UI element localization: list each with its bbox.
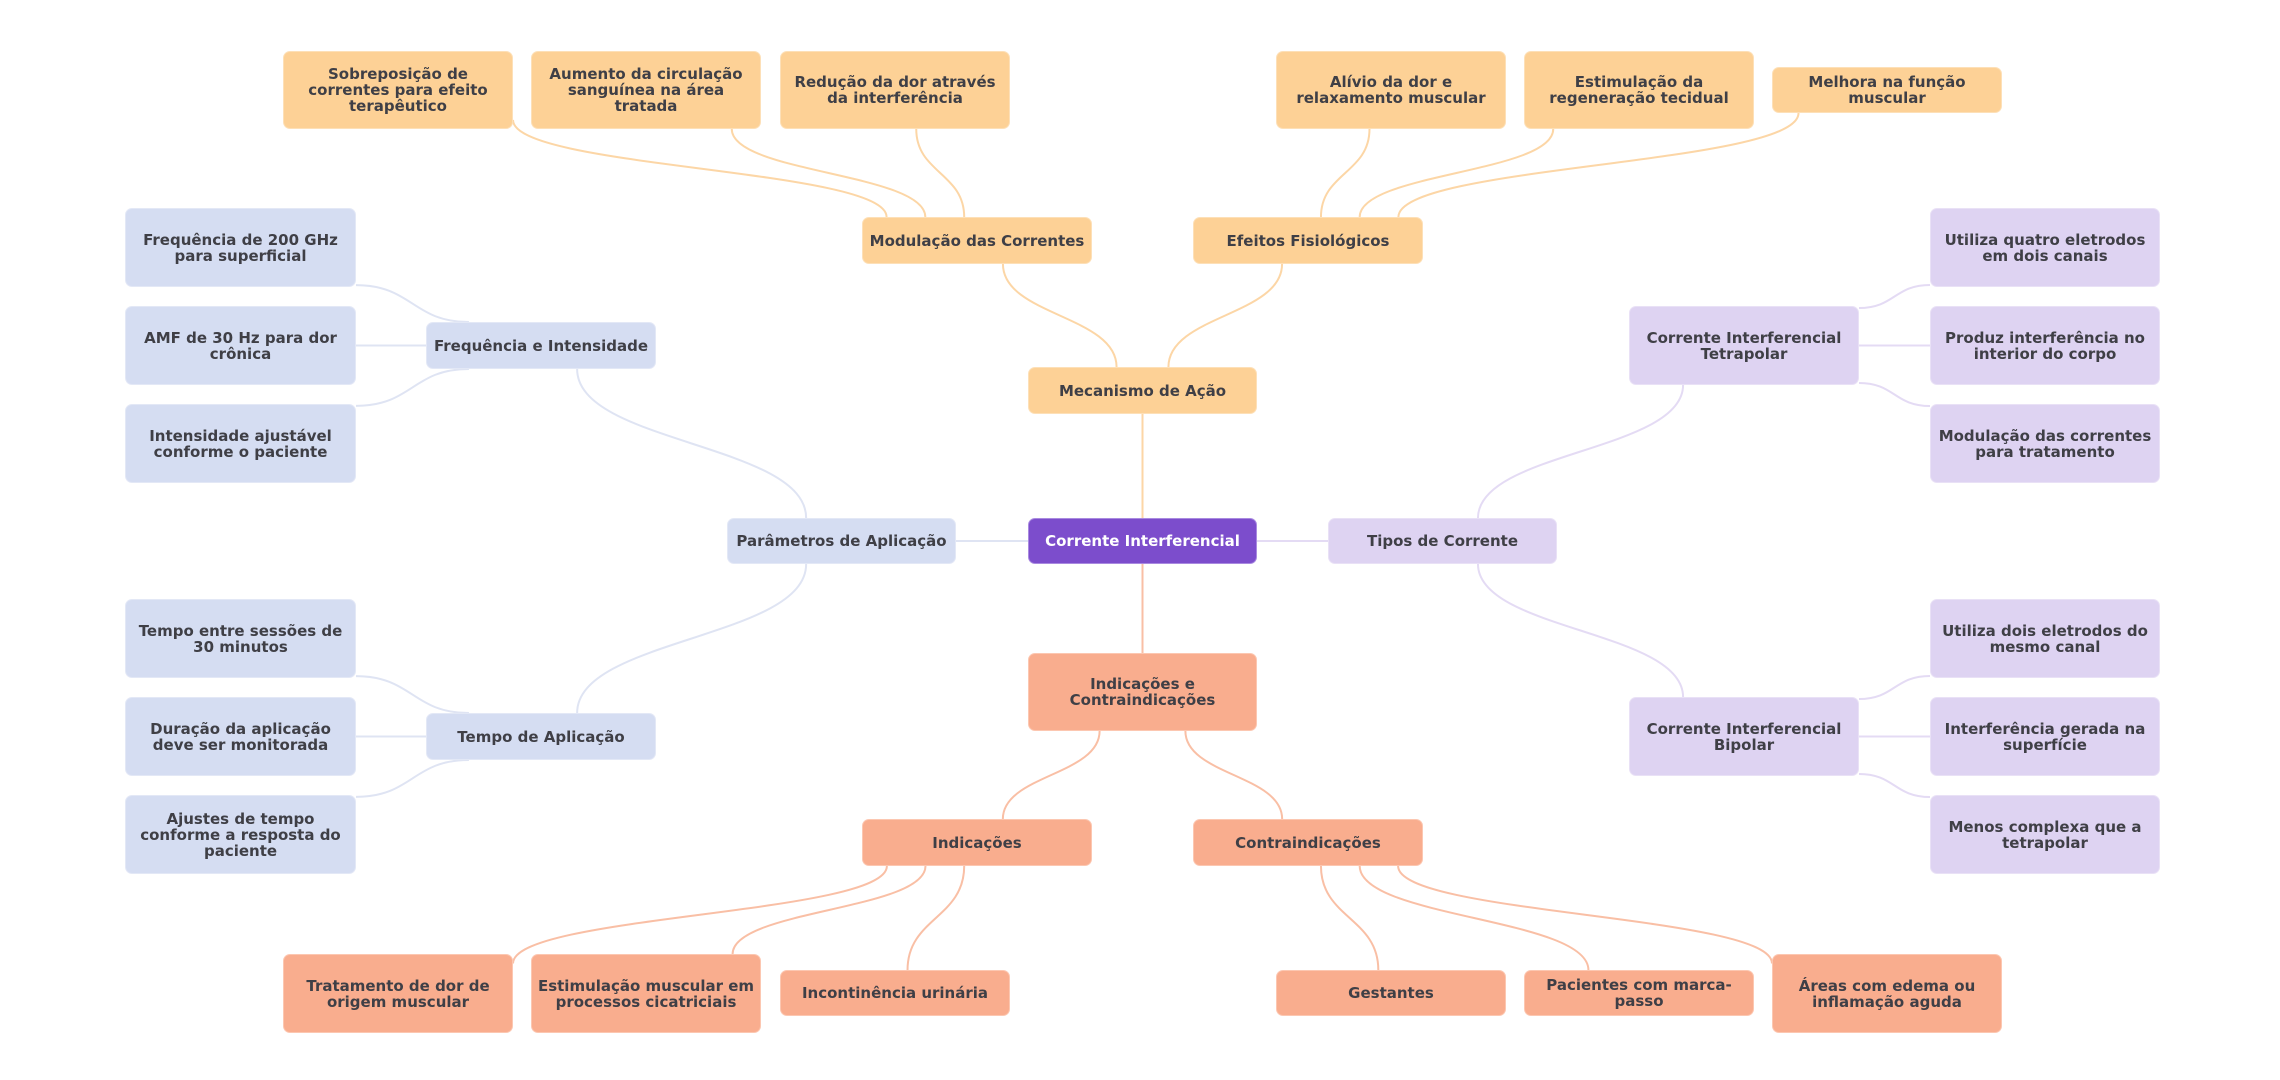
bipolar-node[interactable]: Corrente Interferencial Bipolar: [1629, 697, 1859, 776]
leaf-node[interactable]: Alívio da dor e relaxamento muscular: [1276, 51, 1506, 129]
leaf-node[interactable]: Frequência de 200 GHz para superficial: [125, 208, 356, 287]
leaf-node[interactable]: Incontinência urinária: [780, 970, 1010, 1016]
connector-line: [915, 128, 966, 218]
leaf-node[interactable]: Modulação das correntes para tratamento: [1930, 404, 2160, 483]
connector-line: [576, 368, 808, 519]
connector-line: [355, 368, 469, 407]
connector-line: [1858, 674, 1931, 701]
leaf-node[interactable]: Sobreposição de correntes para efeito te…: [283, 51, 513, 129]
leaf-node[interactable]: Ajustes de tempo conforme a resposta do …: [125, 795, 356, 874]
root-node[interactable]: Corrente Interferencial: [1028, 518, 1257, 564]
connector-line: [730, 128, 927, 218]
frequencia-node[interactable]: Frequência e Intensidade: [426, 322, 656, 369]
contraindicacoes-node[interactable]: Contraindicações: [1193, 819, 1423, 866]
leaf-node[interactable]: Utiliza dois eletrodos do mesmo canal: [1930, 599, 2160, 678]
connector-line: [731, 865, 927, 955]
connector-line: [1476, 384, 1685, 519]
connector-line: [355, 759, 469, 798]
leaf-node[interactable]: Menos complexa que a tetrapolar: [1930, 795, 2160, 874]
leaf-node[interactable]: Estimulação da regeneração tecidual: [1524, 51, 1754, 129]
connector-line: [576, 563, 808, 714]
connector-line: [1397, 865, 1773, 964]
modulacao-node[interactable]: Modulação das Correntes: [862, 217, 1092, 264]
connector-line: [1358, 865, 1590, 971]
connector-line: [1858, 381, 1931, 408]
tempo-node[interactable]: Tempo de Aplicação: [426, 713, 656, 760]
efeitos-node[interactable]: Efeitos Fisiológicos: [1193, 217, 1423, 264]
leaf-node[interactable]: Produz interferência no interior do corp…: [1930, 306, 2160, 385]
leaf-node[interactable]: Melhora na função muscular: [1772, 67, 2002, 113]
mecanismo-node[interactable]: Mecanismo de Ação: [1028, 367, 1257, 414]
indicacoes-node[interactable]: Indicações: [862, 819, 1092, 866]
leaf-node[interactable]: Utiliza quatro eletrodos em dois canais: [1930, 208, 2160, 287]
connector-line: [512, 865, 888, 964]
connector-line: [512, 119, 888, 218]
connector-line: [1358, 128, 1555, 218]
connector-line: [355, 284, 469, 323]
leaf-node[interactable]: Tempo entre sessões de 30 minutos: [125, 599, 356, 678]
indicacoes-contraindicacoes-node[interactable]: Indicações e Contraindicações: [1028, 653, 1257, 731]
leaf-node[interactable]: Tratamento de dor de origem muscular: [283, 954, 513, 1033]
connector-line: [355, 675, 469, 714]
leaf-node[interactable]: AMF de 30 Hz para dor crônica: [125, 306, 356, 385]
leaf-node[interactable]: Áreas com edema ou inflamação aguda: [1772, 954, 2002, 1033]
connector-line: [906, 865, 966, 971]
leaf-node[interactable]: Pacientes com marca-passo: [1524, 970, 1754, 1016]
connector-line: [1476, 563, 1685, 698]
parametros-node[interactable]: Parâmetros de Aplicação: [727, 518, 956, 564]
leaf-node[interactable]: Aumento da circulação sanguínea na área …: [531, 51, 761, 129]
leaf-node[interactable]: Gestantes: [1276, 970, 1506, 1016]
connector-line: [1397, 112, 1800, 218]
tipos-node[interactable]: Tipos de Corrente: [1328, 518, 1557, 564]
leaf-node[interactable]: Duração da aplicação deve ser monitorada: [125, 697, 356, 776]
leaf-node[interactable]: Interferência gerada na superfície: [1930, 697, 2160, 776]
connector-line: [1858, 772, 1931, 799]
connector-line: [1858, 283, 1931, 310]
connector-line: [1001, 730, 1101, 820]
connector-line: [1001, 263, 1118, 368]
connector-line: [1167, 263, 1284, 368]
connector-line: [1184, 730, 1284, 820]
leaf-node[interactable]: Estimulação muscular em processos cicatr…: [531, 954, 761, 1033]
leaf-node[interactable]: Redução da dor através da interferência: [780, 51, 1010, 129]
connector-line: [1319, 128, 1371, 218]
connector-line: [1319, 865, 1380, 971]
tetrapolar-node[interactable]: Corrente Interferencial Tetrapolar: [1629, 306, 1859, 385]
leaf-node[interactable]: Intensidade ajustável conforme o pacient…: [125, 404, 356, 483]
